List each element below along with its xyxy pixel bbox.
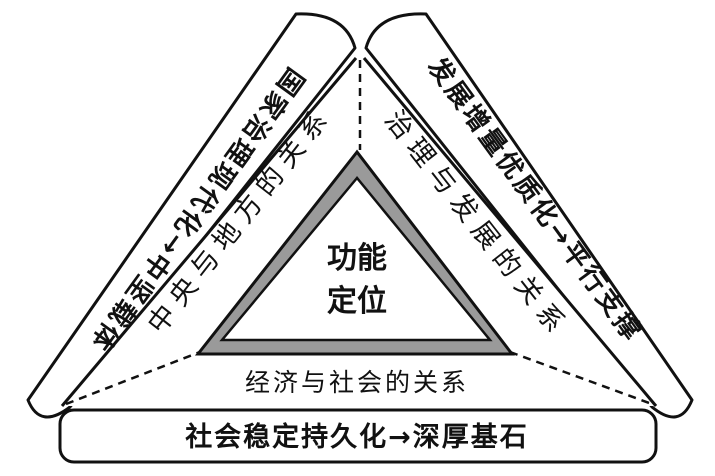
outer-bottom-label: 社会稳定持久化→深厚基石 (185, 421, 529, 453)
bottom-outer-box (58, 408, 658, 464)
right-outer-box (364, 12, 694, 419)
middle-right-edge (362, 57, 658, 407)
dashed-left-connector (65, 350, 201, 406)
center-label-line2: 定位 (327, 284, 387, 319)
dashed-right-connector (509, 350, 653, 406)
middle-left-edge (60, 57, 358, 407)
center-label-line1: 功能 (327, 241, 387, 276)
inner-bottom-label: 经济与社会的关系 (245, 368, 469, 397)
inner-triangle (219, 176, 493, 342)
